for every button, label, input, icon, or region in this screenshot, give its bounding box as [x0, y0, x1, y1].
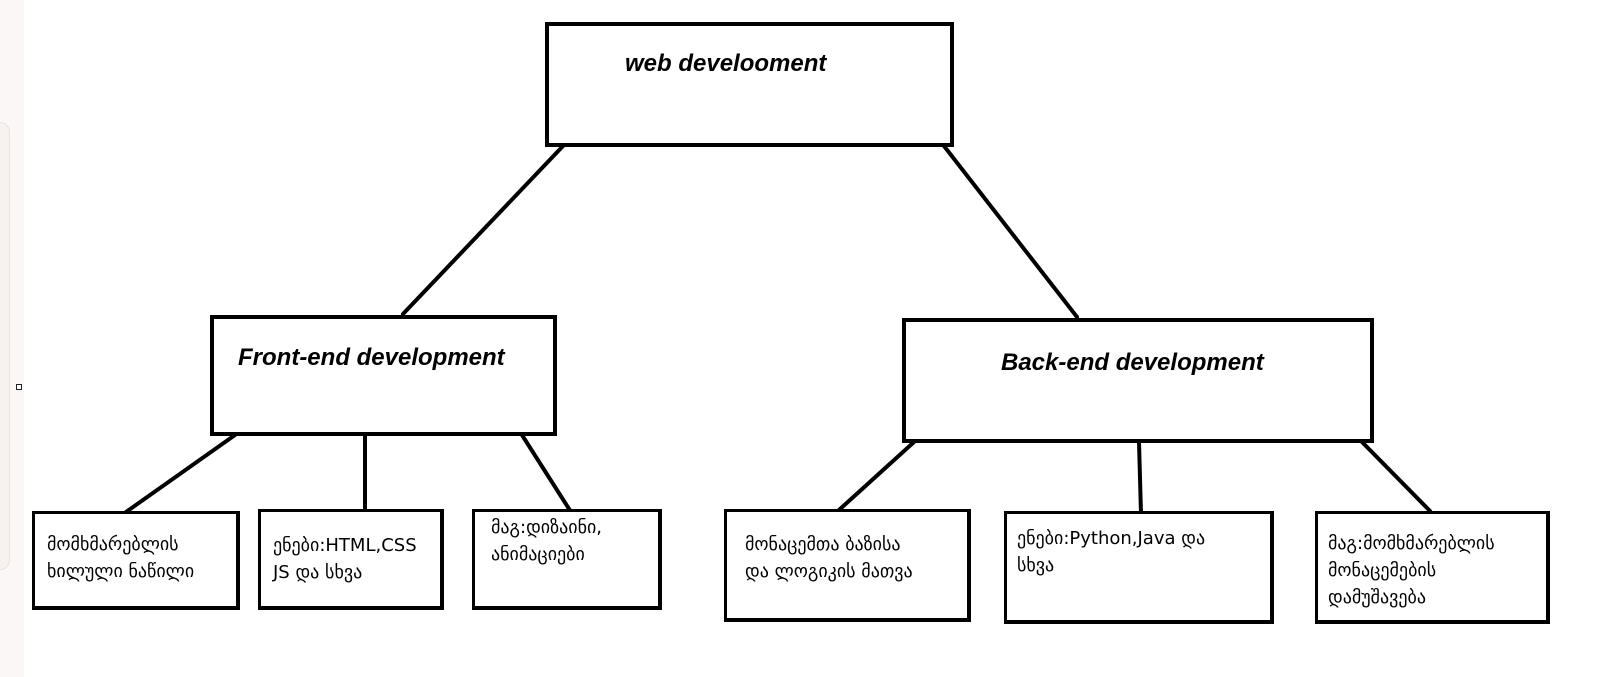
backend-child-1-text: მონაცემთა ბაზისა და ლოგიკის მათვა — [745, 534, 913, 582]
backend-child-3-text: მაგ:მომხმარებლის მონაცემების დამუშავება — [1328, 533, 1495, 608]
frontend-child-1-text: მომხმარებლის ხილული ნაწილი — [47, 534, 195, 582]
frontend-child-1: მომხმარებლის ხილული ნაწილი — [32, 511, 240, 610]
backend-child-1: მონაცემთა ბაზისა და ლოგიკის მათვა — [724, 509, 971, 622]
backend-child-3: მაგ:მომხმარებლის მონაცემების დამუშავება — [1315, 511, 1550, 624]
frontend-node: Front-end development — [210, 315, 557, 436]
backend-child-2: ენები:Python,Java და სხვა — [1004, 511, 1274, 624]
frontend-child-2-text: ენები:HTML,CSS JS და სხვა — [273, 535, 417, 583]
connector-backend-child-1 — [837, 440, 916, 512]
root-node: web develooment — [545, 22, 954, 147]
backend-child-2-text: ენები:Python,Java და სხვა — [1017, 528, 1206, 576]
connector-frontend-child-1 — [124, 433, 237, 514]
resize-handle[interactable] — [16, 384, 22, 390]
connector-root-frontend — [401, 144, 565, 316]
frontend-child-3-text: მაგ:დიზაინი, ანიმაციები — [491, 517, 603, 565]
root-title: web develooment — [625, 50, 827, 77]
frontend-child-2: ენები:HTML,CSS JS და სხვა — [258, 509, 444, 610]
connector-root-backend — [942, 144, 1079, 319]
backend-node: Back-end development — [902, 318, 1374, 443]
connector-backend-child-2 — [1137, 440, 1143, 516]
connector-backend-child-3 — [1360, 440, 1432, 513]
frontend-child-3: მაგ:დიზაინი, ანიმაციები — [472, 509, 662, 610]
backend-title: Back-end development — [1001, 349, 1264, 376]
frontend-title: Front-end development — [238, 344, 505, 371]
connector-frontend-child-3 — [520, 433, 573, 514]
